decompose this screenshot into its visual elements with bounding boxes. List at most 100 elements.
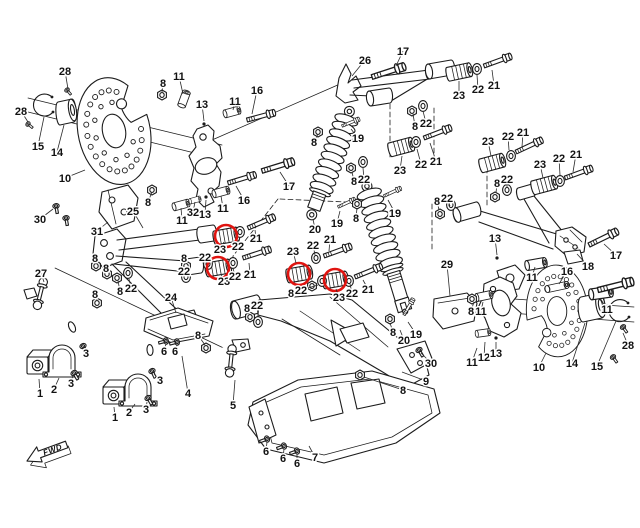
leader-line — [422, 110, 427, 124]
leader-line — [521, 131, 524, 148]
leader-line — [220, 273, 225, 282]
part-number-25-19: 25 — [127, 206, 139, 218]
front-knuckle — [188, 124, 223, 208]
leader-line — [40, 272, 45, 283]
part-number-19-51: 19 — [331, 218, 343, 230]
part-number-22-43: 22 — [441, 193, 453, 205]
nut-part — [346, 162, 356, 174]
leader-line — [220, 195, 224, 209]
highlight-circle — [322, 267, 348, 293]
part-number-15-110: 15 — [591, 361, 603, 373]
leader-line — [576, 253, 589, 267]
highlight-circle — [286, 261, 312, 287]
part-number-8-77: 8 — [92, 289, 98, 301]
part-number-22-54: 22 — [307, 240, 319, 252]
highlight-circles — [205, 223, 348, 293]
leader-line — [105, 267, 108, 272]
part-number-21-59: 21 — [250, 233, 262, 245]
part-number-8-97: 8 — [400, 385, 406, 397]
part-number-8-32: 8 — [351, 176, 357, 188]
leader-line — [219, 241, 225, 250]
leader-line — [117, 280, 121, 292]
part-number-3-83: 3 — [68, 378, 74, 390]
leader-line — [328, 238, 331, 252]
leader-line — [603, 243, 617, 256]
part-number-20-50: 20 — [309, 224, 321, 236]
part-number-8-75: 8 — [117, 286, 123, 298]
leader-line — [53, 377, 60, 390]
leader-line — [308, 445, 316, 458]
leader-line — [232, 267, 236, 277]
caliper-bracket — [98, 184, 139, 230]
leader-line — [70, 374, 74, 384]
leader-line — [132, 210, 144, 229]
part-number-24-78: 24 — [165, 292, 178, 304]
leader-line — [254, 229, 257, 239]
leader-line — [204, 256, 208, 263]
leader-line — [265, 441, 268, 452]
leader-line — [300, 284, 319, 291]
part-number-11-8: 11 — [173, 71, 185, 83]
part-number-12-106: 12 — [478, 352, 490, 364]
part-number-22-38: 22 — [553, 153, 565, 165]
part-number-10-4: 10 — [59, 173, 71, 185]
front-snap-ring — [32, 93, 55, 117]
leader-line — [153, 373, 161, 381]
leader-line — [161, 82, 164, 93]
leader-line — [446, 197, 451, 207]
leader-line — [232, 100, 236, 111]
leader-line — [387, 199, 396, 214]
leader-line — [292, 250, 297, 264]
part-number-18-47: 18 — [582, 261, 594, 273]
leader-line — [362, 167, 365, 180]
part-number-8-61: 8 — [181, 253, 187, 265]
part-number-22-71: 22 — [251, 300, 263, 312]
nut-part — [385, 313, 395, 325]
part-number-8-7: 8 — [160, 78, 166, 90]
leader-line — [480, 301, 484, 312]
part-number-16-13: 16 — [238, 195, 250, 207]
part-number-8-65: 8 — [288, 288, 294, 300]
highlight-circle — [213, 223, 239, 249]
leader-line — [170, 296, 177, 314]
part-number-4-88: 4 — [185, 388, 192, 400]
leader-line — [407, 321, 417, 335]
leader-line — [362, 279, 369, 290]
part-number-8-102: 8 — [390, 327, 396, 339]
leader-line — [20, 110, 29, 123]
part-number-22-41: 22 — [501, 174, 513, 186]
rear-snap-ring — [608, 299, 631, 323]
part-number-26-20: 26 — [359, 55, 371, 67]
part-number-3-80: 3 — [83, 348, 89, 360]
part-number-28-111: 28 — [622, 340, 634, 352]
part-number-13-15: 13 — [199, 209, 211, 221]
part-number-13-44: 13 — [489, 233, 501, 245]
part-number-22-68: 22 — [346, 288, 358, 300]
leader-line — [571, 322, 586, 364]
part-number-21-55: 21 — [324, 234, 336, 246]
part-number-11-112: 11 — [601, 304, 613, 316]
leader-line — [248, 262, 251, 275]
part-number-13-9: 13 — [196, 99, 208, 111]
leader-line — [429, 142, 437, 162]
part-number-23-29: 23 — [394, 165, 406, 177]
rear-skid-plate — [247, 370, 441, 464]
part-number-1-84: 1 — [112, 412, 118, 424]
part-number-22-28: 22 — [420, 118, 432, 130]
leader-line — [312, 244, 316, 256]
leader-line — [531, 266, 536, 278]
leader-line — [558, 157, 561, 176]
part-number-21-64: 21 — [244, 269, 256, 281]
leader-line — [389, 322, 394, 333]
screw-parts — [24, 86, 630, 458]
leader-line — [507, 135, 510, 151]
rear-lower-arm — [229, 293, 434, 388]
leader-line — [350, 128, 359, 139]
part-number-15-2: 15 — [32, 141, 44, 153]
fwd-arrow: FWD — [26, 440, 72, 469]
leader-line — [395, 50, 404, 67]
washer-part — [311, 252, 321, 264]
sway-bar — [23, 287, 251, 357]
part-number-6-95: 6 — [294, 458, 300, 470]
